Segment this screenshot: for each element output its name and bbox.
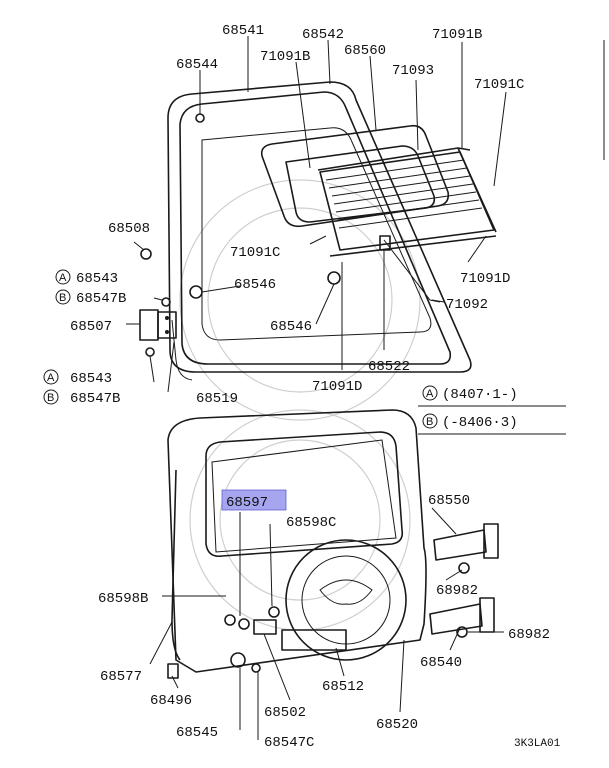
label-68522: 68522 [368, 359, 410, 375]
label-68547B-b: 68547B [70, 391, 120, 407]
label-71093: 71093 [392, 63, 434, 79]
mark-circle-68547B-a [55, 289, 71, 305]
label-68544: 68544 [176, 57, 218, 73]
label-68519: 68519 [196, 391, 238, 407]
label-68540: 68540 [420, 655, 462, 671]
label-68496: 68496 [150, 693, 192, 709]
label-68546-left: 68546 [234, 277, 276, 293]
label-71091C-right: 71091C [474, 77, 524, 93]
window-opening-68597 [205, 431, 404, 558]
label-68560: 68560 [344, 43, 386, 59]
hinge-68507 [139, 309, 177, 341]
door-panel [179, 91, 452, 365]
seal-68577 [171, 469, 181, 661]
highlight-68597 [221, 489, 287, 511]
latch-68545 [230, 652, 246, 668]
label-68577: 68577 [100, 669, 142, 685]
label-68546-mid: 68546 [270, 319, 312, 335]
channel-71091C [457, 147, 497, 233]
clip-68544 [195, 113, 205, 123]
legend-text-b: (-8406·3) [442, 415, 518, 431]
hinge-68550 [433, 523, 499, 561]
glass-71093 [319, 151, 495, 251]
label-71091D-bottom: 71091D [312, 379, 362, 395]
label-68598C: 68598C [286, 515, 336, 531]
label-71092: 71092 [446, 297, 488, 313]
label-71091B-left: 71091B [260, 49, 310, 65]
channel-71092 [383, 239, 441, 303]
label-68547B-a: 68547B [76, 291, 126, 307]
legend-mark-circle-a [422, 385, 438, 401]
lock-68502 [253, 619, 277, 635]
lower-door-assembly [167, 409, 499, 679]
plug-68508 [140, 248, 152, 260]
label-68597: 68597 [226, 495, 268, 511]
mark-68543-b: A [47, 372, 55, 384]
label-68543-a: 68543 [76, 271, 118, 287]
label-68598B: 68598B [98, 591, 148, 607]
glass-frame-68542 [260, 124, 450, 228]
upper-door-assembly [139, 81, 497, 381]
weatherstrip-68541 [167, 81, 472, 373]
bumper-68598B-b [238, 618, 250, 630]
mark-68547B-b: B [47, 392, 54, 404]
bumper-68598B-a [224, 614, 236, 626]
label-68502: 68502 [264, 705, 306, 721]
part-labels: 68541 68542 68560 71091B 71091B 68544 71… [43, 23, 550, 751]
channel-71091B [317, 147, 471, 171]
channel-71091D [329, 235, 497, 257]
bumper-68546-left [189, 285, 203, 299]
mark-68547B-a: B [59, 292, 66, 304]
mark-circle-68547B-b [43, 389, 59, 405]
label-68982-b: 68982 [508, 627, 550, 643]
latch-68522 [379, 235, 391, 251]
label-71091B-top: 71091B [432, 27, 482, 43]
label-71091C-left: 71091C [230, 245, 280, 261]
glass-68560 [285, 145, 436, 223]
door-outer-68520 [167, 409, 427, 673]
door-inner-opening [201, 127, 432, 341]
mark-circle-68543-b [43, 369, 59, 385]
seal-68519 [171, 319, 193, 381]
bumper-68598C [268, 606, 280, 618]
hinge-68540 [429, 597, 495, 635]
bolt-68543-a [161, 297, 171, 307]
label-68541: 68541 [222, 23, 264, 39]
legend-mark-b: B [426, 416, 433, 428]
mark-68543-a: A [59, 272, 67, 284]
label-68507: 68507 [70, 319, 112, 335]
label-68508: 68508 [108, 221, 150, 237]
mark-circle-68543-a [55, 269, 71, 285]
label-68550: 68550 [428, 493, 470, 509]
bolt-68982-b [456, 626, 468, 638]
label-68545: 68545 [176, 725, 218, 741]
legend: A (8407·1-) B (-8406·3) [418, 385, 566, 435]
bolt-68982-a [458, 562, 470, 574]
label-68520: 68520 [376, 717, 418, 733]
stopper-68496 [167, 663, 179, 679]
leader-lines [126, 36, 507, 740]
screw-68547C [251, 663, 261, 673]
diagram-code: 3K3LA01 [514, 738, 561, 750]
label-68543-b: 68543 [70, 371, 112, 387]
handle-68512 [281, 629, 347, 651]
spare-tire-carrier [285, 539, 407, 661]
bumper-68546-mid [327, 271, 341, 285]
legend-mark-a: A [426, 388, 434, 400]
legend-text-a: (8407·1-) [442, 387, 518, 403]
label-68547C: 68547C [264, 735, 314, 751]
bolt-68543-b [145, 347, 155, 357]
label-68542: 68542 [302, 27, 344, 43]
label-68982-a: 68982 [436, 583, 478, 599]
label-68512: 68512 [322, 679, 364, 695]
label-71091D-right: 71091D [460, 271, 510, 287]
legend-mark-circle-b [422, 413, 438, 429]
